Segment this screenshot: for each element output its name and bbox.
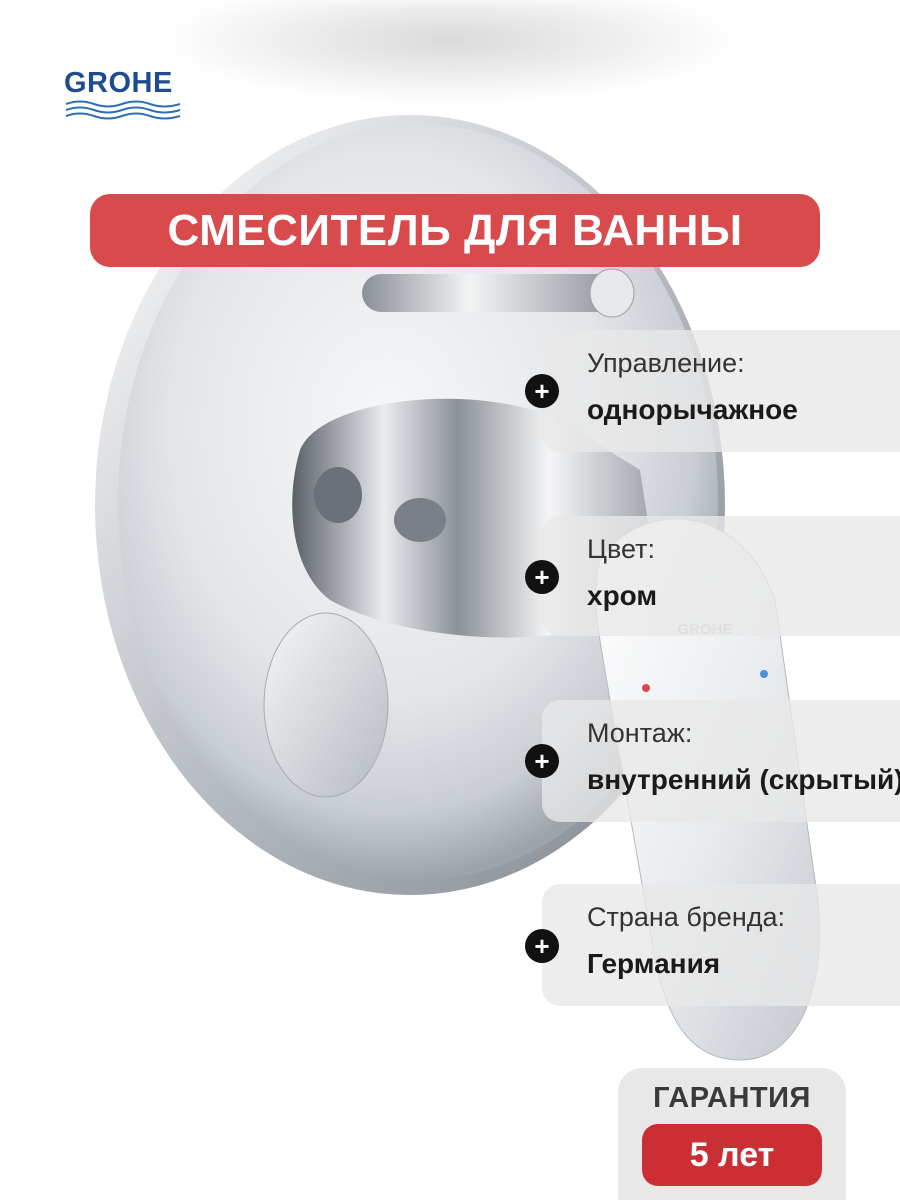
warranty-value: 5 лет xyxy=(689,1135,775,1174)
lever-base-oval xyxy=(263,612,389,798)
spec-label: Цвет: xyxy=(587,534,656,564)
spec-value: внутренний (скрытый) xyxy=(587,764,900,795)
spec-card-control: Управление: однорычажное xyxy=(542,330,900,452)
warranty-block: ГАРАНТИЯ 5 лет xyxy=(618,1068,846,1200)
plus-circle-icon: + xyxy=(525,560,559,594)
diverter-stem xyxy=(362,274,632,312)
warranty-label: ГАРАНТИЯ xyxy=(653,1082,811,1114)
warranty-badge: 5 лет xyxy=(642,1124,822,1186)
spec-card-mounting: Монтаж: внутренний (скрытый) xyxy=(542,700,900,822)
plus-circle-icon: + xyxy=(525,744,559,778)
spec-card-color: Цвет: хром xyxy=(542,516,900,636)
mixer-hole-1 xyxy=(314,467,362,523)
wave-icon xyxy=(65,100,181,120)
spec-label: Управление: xyxy=(587,348,745,378)
title-banner: СМЕСИТЕЛЬ ДЛЯ ВАННЫ xyxy=(90,194,820,267)
spec-value: однорычажное xyxy=(587,394,798,425)
cold-indicator xyxy=(760,670,768,678)
plus-circle-icon: + xyxy=(525,374,559,408)
page-title: СМЕСИТЕЛЬ ДЛЯ ВАННЫ xyxy=(167,205,743,255)
spec-value: хром xyxy=(587,580,658,611)
spec-value: Германия xyxy=(587,948,721,979)
spec-label: Страна бренда: xyxy=(587,902,786,932)
plus-circle-icon: + xyxy=(525,929,559,963)
hot-indicator xyxy=(642,684,650,692)
diverter-cap xyxy=(589,268,635,318)
brand-logo: GROHE xyxy=(64,68,186,124)
brand-logo-text: GROHE xyxy=(64,67,173,99)
spec-label: Монтаж: xyxy=(587,718,693,748)
spec-card-country: Страна бренда: Германия xyxy=(542,884,900,1006)
mixer-hole-2 xyxy=(394,498,446,542)
